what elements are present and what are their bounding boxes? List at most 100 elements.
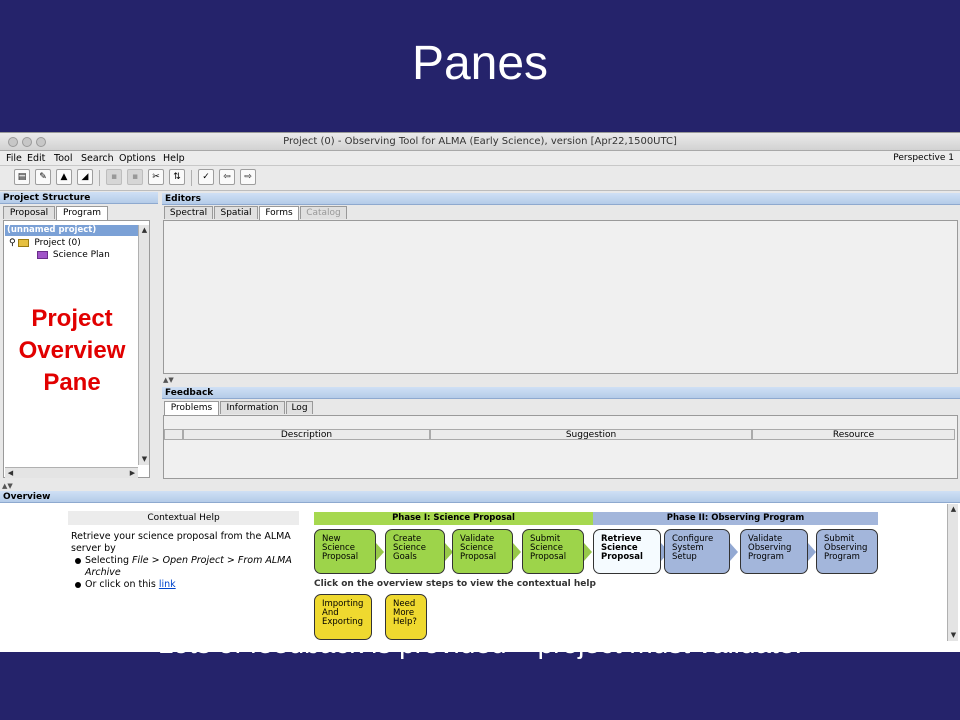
- split-arrows-icon[interactable]: ▲▼: [163, 376, 174, 384]
- menu-bar: File Edit Tool Search Options Help Persp…: [0, 151, 960, 166]
- slide-title: Panes: [411, 37, 549, 90]
- tab-log[interactable]: Log: [286, 401, 313, 414]
- title-bar: Project (0) - Observing Tool for ALMA (E…: [0, 133, 960, 151]
- tab-program[interactable]: Program: [56, 206, 108, 220]
- step-label: Science: [393, 543, 426, 553]
- tree-expand-icon[interactable]: ⚲: [9, 238, 16, 248]
- menu-search[interactable]: Search: [81, 153, 114, 164]
- menu-edit[interactable]: Edit: [27, 153, 46, 164]
- validate-icon[interactable]: ✓: [198, 169, 214, 185]
- tab-spatial[interactable]: Spatial: [214, 206, 258, 219]
- column-header-suggestion[interactable]: Suggestion: [430, 429, 752, 440]
- sort-icon[interactable]: ⇅: [169, 169, 185, 185]
- tree-horizontal-scrollbar[interactable]: ◀ ▶: [5, 467, 138, 478]
- step-label: Validate: [748, 534, 783, 544]
- scroll-down-icon[interactable]: ▼: [141, 455, 148, 463]
- step-label: Science: [530, 543, 563, 553]
- overview-content: [0, 503, 960, 652]
- step-label: Retrieve: [601, 534, 642, 544]
- tab-forms[interactable]: Forms: [259, 206, 299, 220]
- step-arrow-icon: [513, 543, 521, 561]
- step-label: Submit: [530, 534, 561, 544]
- step-label: Program: [748, 552, 784, 562]
- help-bullet: Or click on this link: [71, 579, 299, 591]
- tree-vertical-scrollbar[interactable]: ▲ ▼: [138, 225, 149, 465]
- tree-node-science-plan-label: Science Plan: [52, 250, 110, 260]
- tab-proposal[interactable]: Proposal: [3, 206, 55, 219]
- column-header-icon[interactable]: [164, 429, 183, 440]
- project-overview-pane-annotation: Project Overview Pane: [4, 303, 140, 399]
- help-intro: Retrieve your science proposal from the …: [71, 531, 291, 554]
- menu-tool[interactable]: Tool: [54, 153, 73, 164]
- new-icon[interactable]: ▤: [14, 169, 30, 185]
- scroll-left-icon[interactable]: ◀: [7, 469, 14, 477]
- help-link[interactable]: link: [158, 579, 176, 590]
- back-icon[interactable]: ⇦: [219, 169, 235, 185]
- feedback-header: Feedback: [162, 387, 960, 399]
- contextual-help-body: Retrieve your science proposal from the …: [71, 531, 299, 591]
- minimize-window-button[interactable]: [22, 137, 32, 147]
- export-icon[interactable]: ◢: [77, 169, 93, 185]
- annotation-line: Pane: [43, 369, 101, 396]
- overview-scrollbar[interactable]: ▲ ▼: [947, 504, 958, 641]
- menu-options[interactable]: Options: [119, 153, 156, 164]
- import-icon[interactable]: ▲: [56, 169, 72, 185]
- overview-hint: Click on the overview steps to view the …: [314, 579, 596, 589]
- menu-help[interactable]: Help: [163, 153, 185, 164]
- app-window: Project (0) - Observing Tool for ALMA (E…: [0, 132, 960, 652]
- cut-icon[interactable]: ▪: [106, 169, 122, 185]
- paste-icon[interactable]: ✂: [148, 169, 164, 185]
- scroll-down-icon[interactable]: ▼: [950, 631, 957, 639]
- step-label: Observing: [824, 543, 868, 553]
- scroll-up-icon[interactable]: ▲: [141, 226, 148, 234]
- phase-2-header: Phase II: Observing Program: [593, 512, 878, 525]
- step-arrow-icon: [730, 543, 738, 561]
- forward-icon[interactable]: ⇨: [240, 169, 256, 185]
- scroll-right-icon[interactable]: ▶: [129, 469, 136, 477]
- open-icon[interactable]: ✎: [35, 169, 51, 185]
- copy-icon[interactable]: ▪: [127, 169, 143, 185]
- step-label: Observing: [748, 543, 792, 553]
- step-label: Science: [322, 543, 355, 553]
- perspective-selector[interactable]: Perspective 1: [893, 153, 954, 163]
- menu-file[interactable]: File: [6, 153, 22, 164]
- tab-problems[interactable]: Problems: [164, 401, 219, 415]
- column-header-resource[interactable]: Resource: [752, 429, 955, 440]
- zoom-window-button[interactable]: [36, 137, 46, 147]
- tree-node-project[interactable]: ⚲ Project (0): [9, 238, 81, 248]
- editors-content: [163, 220, 958, 374]
- window-title: Project (0) - Observing Tool for ALMA (E…: [283, 136, 677, 147]
- tree-node-project-label: Project (0): [34, 238, 81, 248]
- scroll-up-icon[interactable]: ▲: [950, 505, 957, 513]
- phase-1-header: Phase I: Science Proposal: [314, 512, 593, 525]
- column-header-description[interactable]: Description: [183, 429, 430, 440]
- bullet-icon: [75, 558, 81, 564]
- close-window-button[interactable]: [8, 137, 18, 147]
- step-label: Goals: [393, 552, 417, 562]
- tree-root-label[interactable]: (unnamed project): [5, 225, 138, 236]
- step-label: Proposal: [460, 552, 497, 562]
- tab-information[interactable]: Information: [220, 401, 285, 414]
- split-arrows-icon[interactable]: ▲▼: [2, 482, 13, 490]
- project-tree[interactable]: [3, 220, 150, 478]
- tab-spectral[interactable]: Spectral: [164, 206, 213, 219]
- step-label: And: [322, 608, 339, 618]
- contextual-help-title: Contextual Help: [68, 511, 299, 525]
- tree-node-science-plan[interactable]: Science Plan: [37, 250, 110, 260]
- step-label: Proposal: [530, 552, 567, 562]
- toolbar-separator: [99, 170, 100, 186]
- science-plan-icon: [37, 250, 48, 259]
- step-label: Proposal: [322, 552, 359, 562]
- tab-catalog[interactable]: Catalog: [300, 206, 347, 219]
- step-label: Importing: [322, 599, 364, 609]
